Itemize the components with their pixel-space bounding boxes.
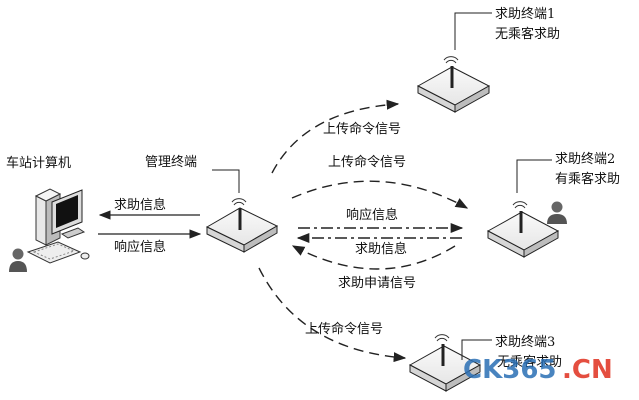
computer-label: 车站计算机 [6,155,71,171]
terminal-3-leader [461,339,492,360]
label-help-request-signal: 求助申请信号 [338,276,416,291]
label-upload-command-1: 上传命令信号 [323,121,401,137]
terminal-1-name: 求助终端1 [495,6,555,22]
station-computer-icon [9,188,90,272]
label-upload-command-2: 上传命令信号 [328,154,406,170]
manager-label: 管理终端 [145,154,197,170]
help-terminal-2-icon [486,201,560,258]
watermark-text-b: .CN [562,355,613,385]
terminal-1-leader [454,12,492,50]
arrow-help-request-from-terminal-2 [291,245,456,270]
arrow-upload-to-terminal-3 [258,267,407,363]
terminal-2-status: 有乘客求助 [555,171,620,187]
label-help-info-right: 求助信息 [355,241,407,257]
label-response-info-left: 响应信息 [114,239,166,255]
terminal-2-leader [516,159,552,193]
passenger-icon [547,201,567,224]
terminal-1-status: 无乘客求助 [495,26,560,42]
manager-terminal-icon [205,198,279,253]
label-upload-command-3: 上传命令信号 [305,321,383,337]
arrow-upload-to-terminal-1 [271,99,400,174]
manager-label-leader [212,169,240,193]
label-help-info-left: 求助信息 [114,197,166,213]
label-response-info-right: 响应信息 [346,207,398,223]
terminal-3-name: 求助终端3 [495,334,555,350]
help-terminal-1-icon [416,56,491,113]
arrow-upload-to-terminal-2 [291,180,469,209]
terminal-3-status: 无乘客求助 [497,354,562,370]
watermark-logo: CK365 .CN [463,355,613,385]
help-terminal-3-icon [408,334,482,392]
watermark-text-a: CK365 [463,355,557,385]
terminal-2-name: 求助终端2 [555,151,615,167]
